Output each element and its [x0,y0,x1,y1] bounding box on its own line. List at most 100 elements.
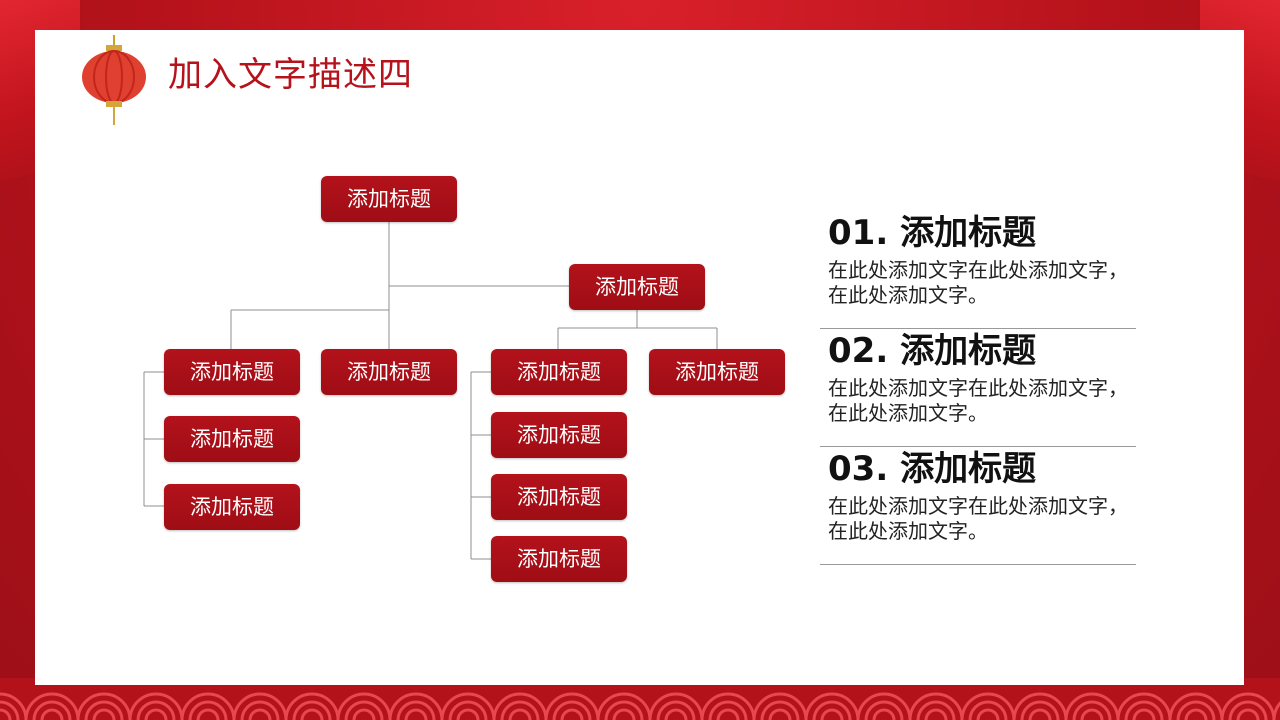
wave-arc [552,700,592,720]
wave-arc [292,700,332,720]
wave-arc [1272,701,1280,720]
wave-arc [1020,700,1060,720]
wave-arc [404,708,428,720]
wave-arc [508,708,532,720]
list-item-title: 03. 添加标题 [828,449,1037,489]
wave-arc [812,700,852,720]
wave-arc [500,700,540,720]
wave-arc [1124,700,1164,720]
org-node-branch[interactable]: 添加标题 [569,264,705,310]
wave-arc [820,708,844,720]
wave-arc [1028,708,1052,720]
page-title: 加入文字描述四 [168,55,413,95]
wave-arc [700,692,756,720]
wave-arc [1176,700,1216,720]
org-node-right-1[interactable]: 添加标题 [491,349,627,395]
wave-arc [240,700,280,720]
org-node-right-2[interactable]: 添加标题 [491,412,627,458]
wave-arc [968,700,1008,720]
wave-arc [1236,708,1260,720]
list-item-2: 02. 添加标题 在此处添加文字在此处添加文字，在此处添加文字。 [820,328,1136,447]
wave-arc [604,700,644,720]
wave-arc [752,692,808,720]
wave-arc [92,708,116,720]
wave-arc [1064,692,1120,720]
wave-arc [976,708,1000,720]
wave-arc [84,700,124,720]
wave-arc [656,700,696,720]
wave-arc [248,708,272,720]
list-item-text: 在此处添加文字在此处添加文字，在此处添加文字。 [828,376,1128,425]
list-item-text: 在此处添加文字在此处添加文字，在此处添加文字。 [828,258,1128,307]
wave-arc [32,700,72,720]
wave-arc [448,700,488,720]
wave-arc [1116,692,1172,720]
list-item-title: 02. 添加标题 [828,331,1037,371]
list-item-text: 在此处添加文字在此处添加文字，在此处添加文字。 [828,494,1128,543]
wave-arc [128,692,184,720]
lantern-icon [80,35,148,127]
list-item-title: 01. 添加标题 [828,213,1037,253]
wave-arc [188,700,228,720]
wave-arc [872,708,896,720]
wave-arc [352,708,376,720]
wave-arc [864,700,904,720]
org-node-right-side[interactable]: 添加标题 [649,349,785,395]
wave-arc [768,708,792,720]
list-item-1: 01. 添加标题 在此处添加文字在此处添加文字，在此处添加文字。 [820,210,1136,329]
wave-arc [0,700,20,720]
wave-arc [708,700,748,720]
wave-arc [76,692,132,720]
wave-arc [456,708,480,720]
wave-arc [232,692,288,720]
wave-arc [24,692,80,720]
wave-arc [1072,700,1112,720]
wave-arc [760,700,800,720]
wave-arc [388,692,444,720]
wave-arc [1220,692,1276,720]
wave-arc [144,708,168,720]
wave-arc [856,692,912,720]
wave-arc [492,692,548,720]
wave-arc [960,692,1016,720]
wave-arc [300,708,324,720]
wave-arc [440,692,496,720]
wave-arc [560,708,584,720]
org-node-right-3[interactable]: 添加标题 [491,474,627,520]
wave-arc [1080,708,1104,720]
list-item-3: 03. 添加标题 在此处添加文字在此处添加文字，在此处添加文字。 [820,446,1136,565]
wave-arc [916,700,956,720]
org-node-middle[interactable]: 添加标题 [321,349,457,395]
wave-arc [716,708,740,720]
wave-arc [396,700,436,720]
wave-arc [0,692,28,720]
wave-arc [804,692,860,720]
org-node-left-2[interactable]: 添加标题 [164,416,300,462]
wave-arc [544,692,600,720]
wave-arc [336,692,392,720]
org-node-left-3[interactable]: 添加标题 [164,484,300,530]
org-node-right-4[interactable]: 添加标题 [491,536,627,582]
wave-arc [1168,692,1224,720]
wave-arc [180,692,236,720]
wave-arc [0,708,12,720]
org-node-root[interactable]: 添加标题 [321,176,457,222]
wave-pattern-band [0,678,1280,720]
wave-arc [648,692,704,720]
wave-arc [1132,708,1156,720]
wave-arc [596,692,652,720]
wave-arc [40,708,64,720]
wave-arc [924,708,948,720]
wave-arc [344,700,384,720]
wave-arc [136,700,176,720]
wave-arc [1228,700,1268,720]
org-node-left-1[interactable]: 添加标题 [164,349,300,395]
wave-arc [1012,692,1068,720]
wave-arc [908,692,964,720]
wave-arc [196,708,220,720]
wave-arc [664,708,688,720]
wave-arc [612,708,636,720]
wave-arc [284,692,340,720]
wave-arc [1184,708,1208,720]
